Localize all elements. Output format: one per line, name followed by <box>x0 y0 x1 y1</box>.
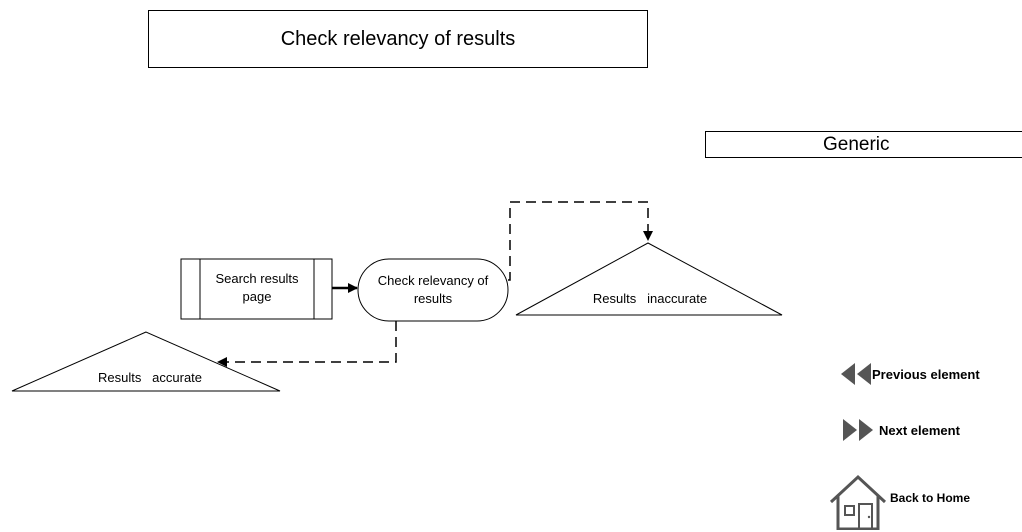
double-right-arrow-icon <box>841 418 877 442</box>
next-element-button[interactable]: Next element <box>841 418 960 442</box>
results-accurate-label: Results accurate <box>97 370 203 385</box>
diagram-title-text: Check relevancy of results <box>280 27 516 50</box>
results-accurate-node <box>11 331 281 392</box>
search-results-page-node <box>180 258 333 320</box>
check-relevancy-label: Check relevancy of results <box>377 273 489 306</box>
results-inaccurate-node <box>515 242 783 316</box>
double-left-arrow-icon <box>838 362 872 386</box>
previous-element-button[interactable]: Previous element <box>838 362 980 386</box>
back-to-home-label: Back to Home <box>890 491 971 505</box>
back-to-home-button[interactable]: Back to Home <box>828 474 970 530</box>
connector-check-to-inaccurate <box>508 201 653 281</box>
results-inaccurate-label: Results inaccurate <box>592 291 708 306</box>
next-element-label: Next element <box>879 422 960 438</box>
check-relevancy-node <box>357 258 509 322</box>
category-label: Generic <box>823 133 890 155</box>
previous-element-label: Previous element <box>872 366 980 382</box>
category-label-box: Generic <box>705 131 1022 158</box>
diagram-title: Check relevancy of results <box>148 10 648 68</box>
house-icon <box>828 474 888 530</box>
connector-check-to-accurate <box>217 321 397 367</box>
search-results-page-label: Search results page <box>215 271 299 304</box>
